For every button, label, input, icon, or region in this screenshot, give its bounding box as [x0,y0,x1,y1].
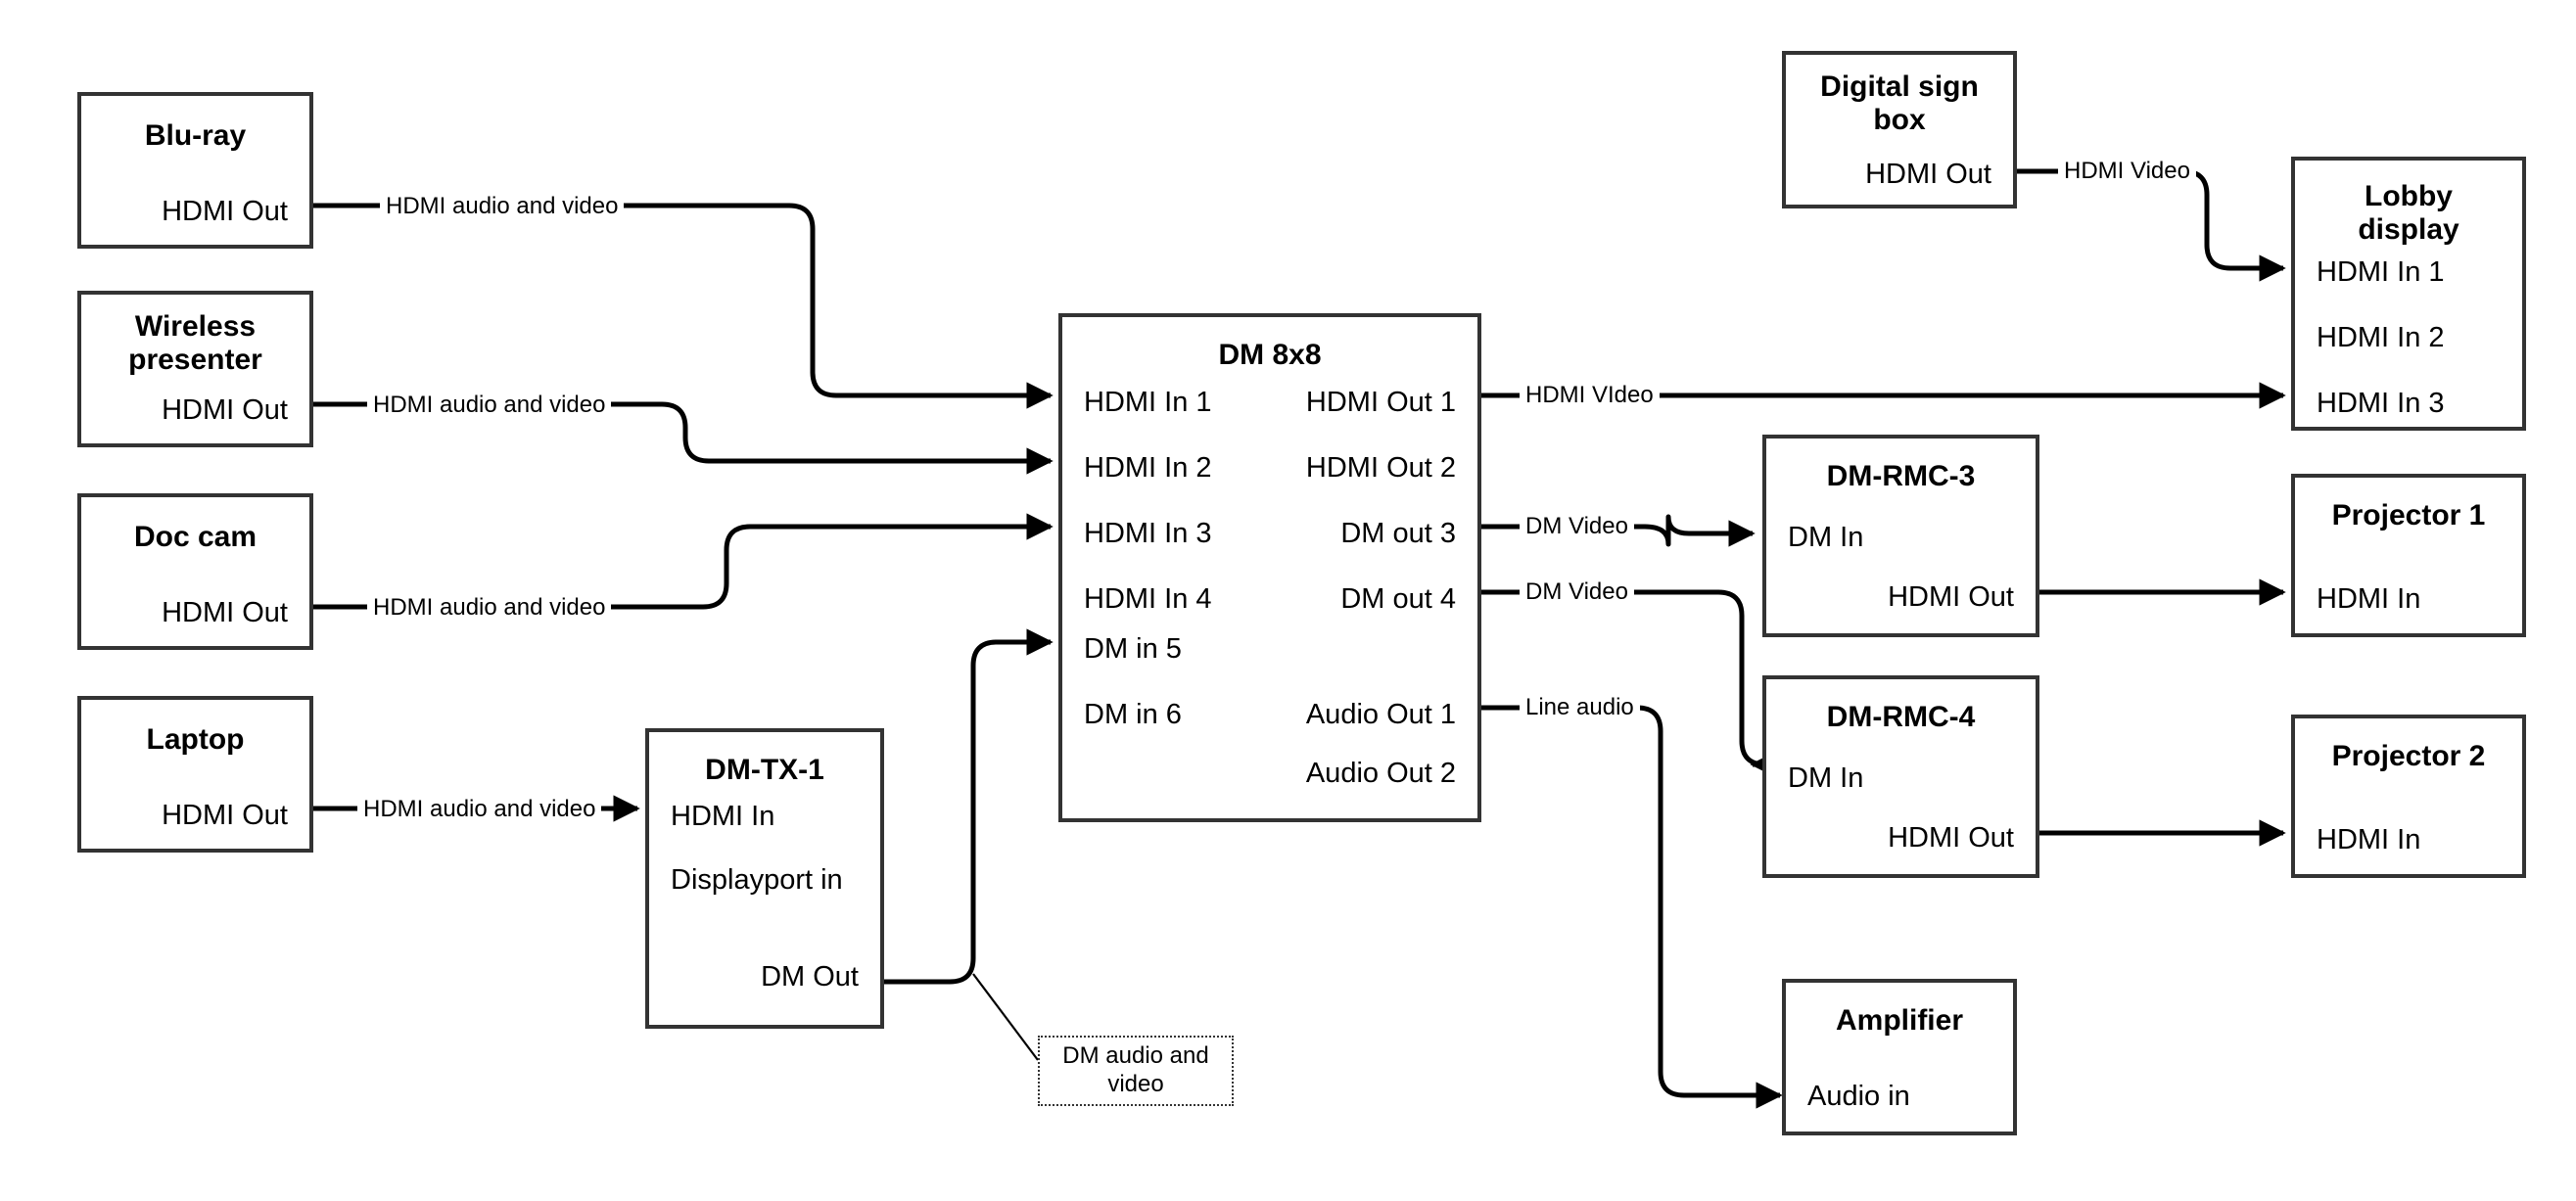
node-laptop-title: Laptop [146,723,245,756]
leader-line-dm-audio-video-note [972,973,1039,1061]
node-dm-8x8-title: DM 8x8 [1218,339,1322,371]
wire-label-wireless-to-dm: HDMI audio and video [367,393,612,417]
node-doc-cam-title: Doc cam [133,521,258,553]
node-digital-sign-box-port-hdmi-out: HDMI Out [1865,159,1991,190]
node-laptop-port-hdmi-out: HDMI Out [162,800,288,831]
node-bluray[interactable]: Blu-ray HDMI Out [77,92,313,249]
node-lobby-display-input-hdmi-in-1: HDMI In 1 [2317,256,2445,288]
note-dm-audio-and-video: DM audio and video [1038,1036,1234,1106]
wire-dm8x8-audio-out-1-to-amplifier-audio-in [1481,705,1783,1109]
node-digital-sign-box-title-line1: Digital sign [1820,70,1979,103]
wire-dm8x8-dm-out-3-to-dmrmc3-dm-in [1481,514,1756,547]
node-dm-tx-1-port-dm-out: DM Out [761,961,859,993]
node-dm-8x8-output-dm-out-4: DM out 4 [1340,583,1456,615]
wire-digitalsign-to-lobby-hdmi-in-1 [2017,168,2286,282]
node-projector-1-title: Projector 1 [2331,499,2486,531]
wire-wireless-to-dm8x8-hdmi-in-2 [313,401,1054,475]
node-dm-rmc-4-title: DM-RMC-4 [1826,701,1976,733]
node-dm-8x8-input-hdmi-in-4: HDMI In 4 [1084,583,1212,615]
wire-bluray-to-dm8x8-hdmi-in-1 [313,203,1054,409]
node-doc-cam-port-hdmi-out: HDMI Out [162,597,288,628]
wire-label-dm-out1-to-lobby: HDMI VIdeo [1520,384,1660,407]
node-projector-1-port-hdmi-in: HDMI In [2317,583,2421,615]
node-dm-rmc-3[interactable]: DM-RMC-3 DM In HDMI Out [1762,435,2039,637]
node-dm-rmc-3-port-hdmi-out: HDMI Out [1888,581,2014,613]
node-laptop[interactable]: Laptop HDMI Out [77,696,313,853]
node-dm-rmc-3-port-dm-in: DM In [1788,522,1864,553]
node-dm-tx-1[interactable]: DM-TX-1 HDMI In Displayport in DM Out [645,728,884,1029]
node-bluray-port-hdmi-out: HDMI Out [162,196,288,227]
node-amplifier[interactable]: Amplifier Audio in [1782,979,2017,1135]
node-amplifier-title: Amplifier [1835,1004,1964,1037]
node-projector-2[interactable]: Projector 2 HDMI In [2291,715,2526,878]
node-wireless-presenter[interactable]: Wireless presenter HDMI Out [77,291,313,447]
node-projector-1[interactable]: Projector 1 HDMI In [2291,474,2526,637]
node-dm-rmc-4-port-hdmi-out: HDMI Out [1888,822,2014,854]
wire-dmtx1-to-dm8x8-dm-in-5 [884,628,1054,985]
node-dm-8x8-output-audio-out-1: Audio Out 1 [1305,699,1456,730]
node-wireless-presenter-title-line2: presenter [128,344,262,376]
node-lobby-display-input-hdmi-in-3: HDMI In 3 [2317,388,2445,419]
node-dm-rmc-3-title: DM-RMC-3 [1826,460,1976,492]
node-dm-8x8-input-dm-in-6: DM in 6 [1084,699,1182,730]
node-dm-8x8-output-dm-out-3: DM out 3 [1340,518,1456,549]
node-digital-sign-box[interactable]: Digital sign box HDMI Out [1782,51,2017,208]
node-dm-8x8-input-dm-in-5: DM in 5 [1084,633,1182,665]
wire-dm8x8-dm-out-4-to-dmrmc4-dm-in [1481,589,1777,778]
node-projector-2-title: Projector 2 [2331,740,2486,772]
node-dm-rmc-4-port-dm-in: DM In [1788,762,1864,794]
wire-label-dm-audio1-to-amp: Line audio [1520,696,1640,719]
node-wireless-presenter-port-hdmi-out: HDMI Out [162,394,288,426]
wire-label-laptop-to-dmtx1: HDMI audio and video [357,798,602,821]
node-dm-8x8[interactable]: DM 8x8 HDMI In 1 HDMI In 2 HDMI In 3 HDM… [1058,313,1481,822]
node-dm-rmc-4[interactable]: DM-RMC-4 DM In HDMI Out [1762,675,2039,878]
node-lobby-display-title-line2: display [2358,213,2459,246]
wire-doccam-to-dm8x8-hdmi-in-3 [313,513,1054,610]
node-digital-sign-box-title-line2: box [1873,104,1926,136]
node-lobby-display-input-hdmi-in-2: HDMI In 2 [2317,322,2445,353]
wire-label-doccam-to-dm: HDMI audio and video [367,596,612,620]
node-amplifier-port-audio-in: Audio in [1807,1081,1910,1112]
node-doc-cam[interactable]: Doc cam HDMI Out [77,493,313,650]
wire-label-digitalsign-to-lobby: HDMI Video [2058,160,2196,183]
node-projector-2-port-hdmi-in: HDMI In [2317,824,2421,855]
node-dm-tx-1-port-hdmi-in: HDMI In [671,801,775,832]
node-bluray-title: Blu-ray [144,119,247,152]
node-dm-tx-1-port-displayport-in: Displayport in [671,864,843,896]
node-lobby-display-title-line1: Lobby [2365,180,2453,212]
node-dm-8x8-output-hdmi-out-1: HDMI Out 1 [1305,387,1456,418]
wire-label-bluray-to-dm: HDMI audio and video [380,195,625,218]
node-lobby-display[interactable]: Lobby display HDMI In 1 HDMI In 2 HDMI I… [2291,157,2526,431]
node-wireless-presenter-title-line1: Wireless [134,310,257,343]
node-dm-8x8-input-hdmi-in-1: HDMI In 1 [1084,387,1212,418]
wire-label-dm-out4-to-rmc4: DM Video [1520,580,1634,604]
node-dm-8x8-input-hdmi-in-3: HDMI In 3 [1084,518,1212,549]
node-dm-tx-1-title: DM-TX-1 [705,754,824,786]
node-dm-8x8-output-hdmi-out-2: HDMI Out 2 [1305,452,1456,484]
node-dm-8x8-output-audio-out-2: Audio Out 2 [1305,758,1456,789]
wire-label-dm-out3-to-rmc3: DM Video [1520,515,1634,538]
node-dm-8x8-input-hdmi-in-2: HDMI In 2 [1084,452,1212,484]
